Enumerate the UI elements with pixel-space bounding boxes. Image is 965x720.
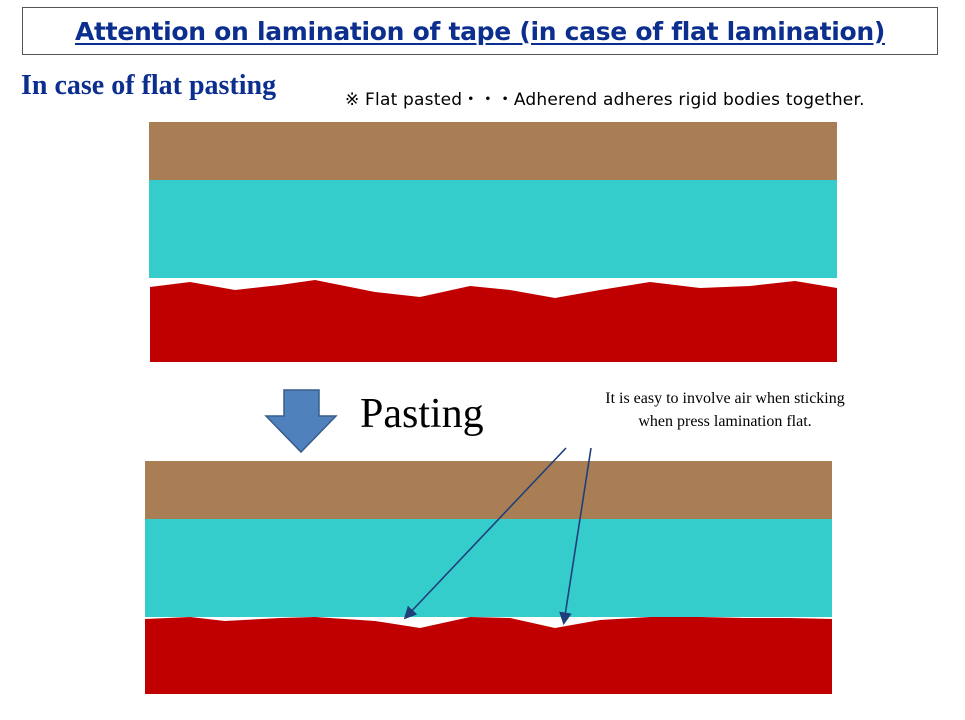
section-heading: In case of flat pasting: [21, 70, 277, 101]
before-assembly: [149, 122, 837, 362]
callout-line-1: It is easy to involve air when sticking: [605, 390, 845, 407]
bottom-adherend-layer: [145, 617, 832, 694]
leader-line-left: [403, 447, 567, 620]
page-title: Attention on lamination of tape (in case…: [74, 16, 886, 46]
down-arrow-icon: [264, 389, 338, 454]
definition-note: ※ Flat pasted・・・Adherend adheres rigid b…: [345, 90, 865, 110]
top-substrate-layer: [149, 122, 837, 180]
callout-line-2: when press lamination flat.: [638, 413, 812, 430]
top-tape-layer: [149, 180, 837, 278]
air-entrapment-callout: It is easy to involve air when sticking …: [560, 387, 890, 433]
pasting-label: Pasting: [360, 391, 484, 437]
after-assembly: [145, 461, 832, 694]
bottom-substrate-layer: [145, 461, 832, 519]
bottom-tape-layer: [145, 519, 832, 617]
top-adherend-layer: [150, 280, 837, 362]
title-box: Attention on lamination of tape (in case…: [22, 7, 938, 55]
leader-line-right: [559, 447, 592, 626]
